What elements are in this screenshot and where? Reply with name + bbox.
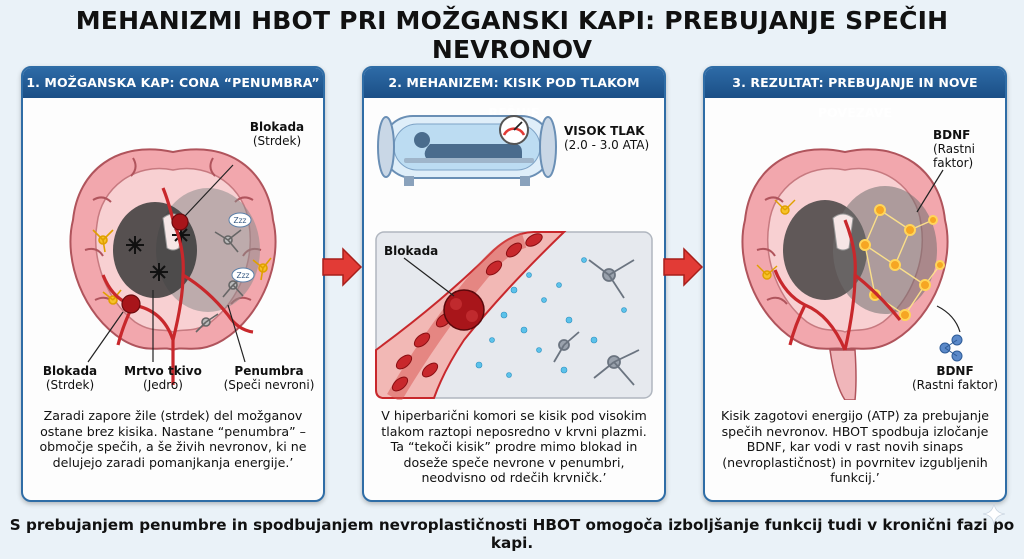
neuron-icon xyxy=(756,199,796,280)
hbot-mechanism-illustration xyxy=(375,115,653,400)
label-bdnf-bottom-title: BDNF xyxy=(936,364,974,378)
arrow-right-icon xyxy=(322,247,363,287)
pointer-line xyxy=(403,257,455,297)
sparkle-icon xyxy=(982,502,1006,526)
bdnf-molecule-icon xyxy=(939,334,963,362)
panel-2-description: V hiperbarični komori se kisik pod visok… xyxy=(381,408,647,485)
label-blockage-top-title: Blokada xyxy=(249,120,305,134)
panel-stroke-penumbra: 1. MOŽGANSKA KAP: CONA “PENUMBRA” xyxy=(21,66,325,502)
label-penumbra-sub: (Speči nevroni) xyxy=(223,378,315,392)
blood-vessel xyxy=(773,219,902,351)
label-blockage-top-sub: (Strdek) xyxy=(252,134,302,148)
pointer-line xyxy=(184,164,234,217)
neuron-icon xyxy=(859,204,945,321)
arrow-right-icon xyxy=(663,247,704,287)
label-blockage-title: Blokada xyxy=(384,244,439,258)
label-blockage-left-title: Blokada xyxy=(42,364,98,378)
clot-icon xyxy=(121,213,189,314)
pressure-gauge-icon xyxy=(499,115,529,145)
neuron-icon xyxy=(92,229,272,305)
label-penumbra: Penumbra (Speči nevroni) xyxy=(219,364,319,392)
panel-2-header: 2. MEHANIZEM: KISIK POD TLAKOM REŠUJE xyxy=(364,68,664,120)
sleep-zzz-icon xyxy=(228,212,255,283)
patient-icon xyxy=(404,132,534,163)
label-blockage-top: Blokada (Strdek) xyxy=(237,120,317,148)
zzz-text-1: Zzz xyxy=(233,216,246,225)
label-blockage-left: Blokada (Strdek) xyxy=(35,364,105,392)
sleeping-neuron-icon xyxy=(553,259,640,386)
recovered-penumbra-region xyxy=(833,186,937,314)
label-blockage: Blokada xyxy=(384,244,454,258)
label-high-pressure: VISOK TLAK (2.0 - 3.0 ATA) xyxy=(564,124,660,152)
brain-penumbra-illustration: Zzz Zzz xyxy=(69,148,277,385)
label-pressure-sub: (2.0 - 3.0 ATA) xyxy=(564,138,650,152)
label-penumbra-title: Penumbra xyxy=(234,364,304,378)
label-bdnf-bottom-sub: (Rastni faktor) xyxy=(911,378,998,392)
clot-icon xyxy=(443,289,485,331)
label-bdnf-top-title: BDNF xyxy=(933,128,971,142)
pointer-line xyxy=(87,311,124,363)
panel-3-description: Kisik zagotovi energijo (ATP) za prebuja… xyxy=(720,408,990,485)
label-dead-tissue: Mrtvo tkivo (Jedro) xyxy=(123,364,203,392)
footer-summary: S prebujanjem penumbre in spodbujanjem n… xyxy=(9,516,1015,552)
panel-3-header: 3. REZULTAT: PREBUJANJE IN NOVE POVEZAVE xyxy=(705,68,1005,120)
label-pressure-title: VISOK TLAK xyxy=(564,124,645,138)
label-dead-title: Mrtvo tkivo xyxy=(124,364,202,378)
label-dead-sub: (Jedro) xyxy=(143,378,183,392)
panel-1-description: Zaradi zapore žile (strdek) del možganov… xyxy=(39,408,307,470)
brain-recovery-illustration xyxy=(741,148,963,400)
label-bdnf-bottom: BDNF (Rastni faktor) xyxy=(907,364,1003,392)
panel-1-header: 1. MOŽGANSKA KAP: CONA “PENUMBRA” xyxy=(23,68,323,98)
sleeping-neuron-icon xyxy=(195,229,246,333)
zzz-text-2: Zzz xyxy=(236,271,249,280)
pointer-line xyxy=(227,304,246,363)
pointer-line xyxy=(916,169,944,213)
label-blockage-left-sub: (Strdek) xyxy=(45,378,95,392)
page-title: MEHANIZMI HBOT PRI MOŽGANSKI KAPI: PREBU… xyxy=(75,6,949,64)
oxygen-bubble-icon xyxy=(475,257,627,378)
panel-result: 3. REZULTAT: PREBUJANJE IN NOVE POVEZAVE xyxy=(703,66,1007,502)
pointer-line xyxy=(936,305,961,333)
label-bdnf-top: BDNF (Rastni faktor) xyxy=(933,128,1003,170)
panel-mechanism: 2. MEHANIZEM: KISIK POD TLAKOM REŠUJE xyxy=(362,66,666,502)
red-blood-cell-icon xyxy=(391,233,543,392)
label-bdnf-top-sub: (Rastni faktor) xyxy=(933,142,976,170)
